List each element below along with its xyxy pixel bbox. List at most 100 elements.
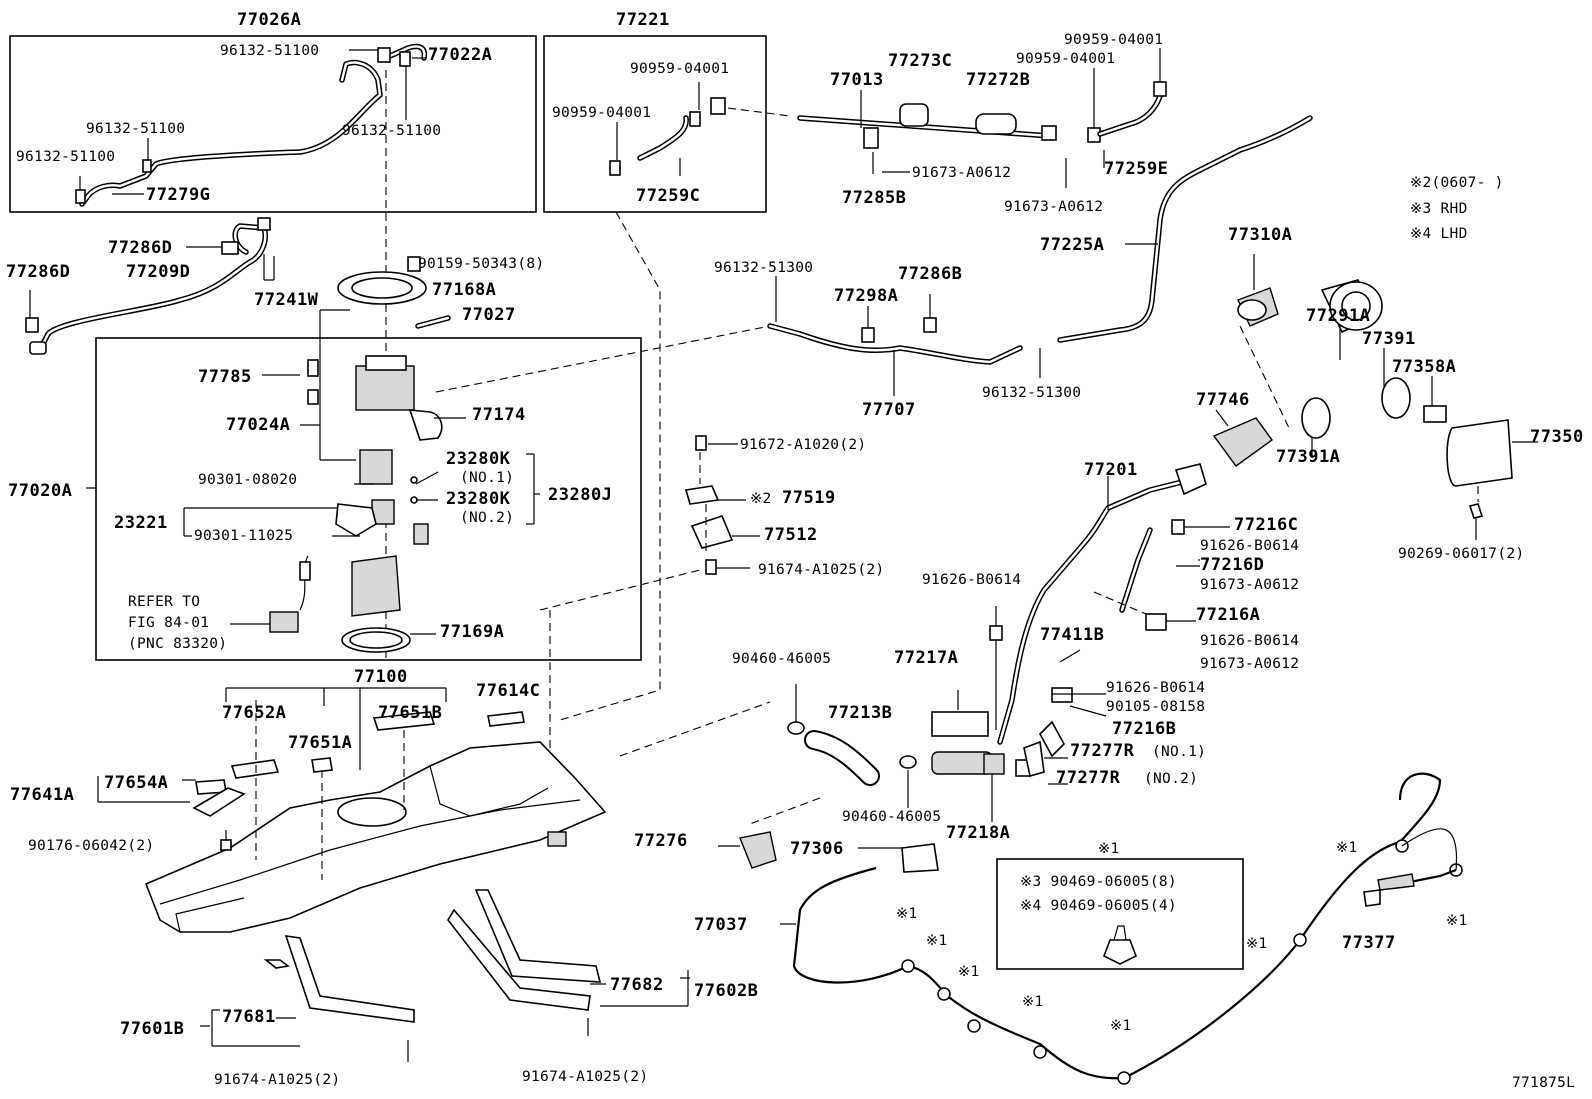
label-91673-A0612-c: 91673-A0612 xyxy=(1200,577,1299,593)
label-77037: 77037 xyxy=(694,915,748,935)
label-77272B: 77272B xyxy=(966,70,1030,90)
label-77306: 77306 xyxy=(790,839,844,859)
label-77169A: 77169A xyxy=(440,622,504,642)
label-refer-2: FIG 84-01 xyxy=(128,615,209,631)
fuel-filler-parts xyxy=(1212,254,1538,540)
cable-note-c: ※1 xyxy=(958,964,979,980)
label-91673-A0612-a: 91673-A0612 xyxy=(912,165,1011,181)
label-90159-50343: 90159-50343(8) xyxy=(418,256,544,272)
label-77286D-a: 77286D xyxy=(108,238,172,258)
label-90959-04001-d: 90959-04001 xyxy=(1016,51,1115,67)
label-77026A: 77026A xyxy=(237,10,301,30)
label-77020A: 77020A xyxy=(8,481,72,501)
label-77377: 77377 xyxy=(1342,933,1396,953)
label-90105-08158: 90105-08158 xyxy=(1106,699,1205,715)
label-77602B: 77602B xyxy=(694,981,758,1001)
label-77259C: 77259C xyxy=(636,186,700,206)
tank-pads xyxy=(97,687,525,880)
label-77391: 77391 xyxy=(1362,329,1416,349)
fuel-tank-77100 xyxy=(144,741,607,933)
label-77279G: 77279G xyxy=(146,185,210,205)
label-77221: 77221 xyxy=(616,10,670,30)
label-23280J: 23280J xyxy=(548,485,612,505)
cable-note-h: ※1 xyxy=(1446,913,1467,929)
label-77241W: 77241W xyxy=(254,290,319,310)
label-77174: 77174 xyxy=(472,405,526,425)
cable-note-g: ※1 xyxy=(1336,840,1357,856)
cable-note-f: ※1 xyxy=(1246,936,1267,952)
label-77519: 77519 xyxy=(782,488,836,508)
label-77285B: 77285B xyxy=(842,188,906,208)
label-77641A: 77641A xyxy=(10,785,74,805)
opener-cable-77037 xyxy=(780,772,1463,1085)
figure-id: 771875L xyxy=(1512,1075,1575,1091)
label-77168A: 77168A xyxy=(432,280,496,300)
hose-assembly-77221 xyxy=(609,82,791,176)
label-77024A: 77024A xyxy=(226,415,290,435)
label-77652A: 77652A xyxy=(222,703,286,723)
clip-part xyxy=(1102,925,1138,965)
label-96132-51100-b: 96132-51100 xyxy=(86,121,185,137)
label-77209D: 77209D xyxy=(126,262,190,282)
label-91673-A0612-d: 91673-A0612 xyxy=(1200,656,1299,672)
label-91626-B0614-c: 91626-B0614 xyxy=(1200,633,1299,649)
label-91626-B0614-b: 91626-B0614 xyxy=(922,572,1021,588)
label-77350: 77350 xyxy=(1530,427,1584,447)
label-23280K-1-note: (NO.1) xyxy=(460,470,514,486)
cable-note-d: ※1 xyxy=(1022,994,1043,1010)
label-77216C: 77216C xyxy=(1234,515,1298,535)
tube-assembly-77026A xyxy=(75,43,428,207)
label-77259E: 77259E xyxy=(1104,159,1168,179)
label-23221: 23221 xyxy=(114,513,168,533)
tube-77209D xyxy=(25,217,275,355)
label-refer-1: REFER TO xyxy=(128,594,200,610)
label-90959-04001-b: 90959-04001 xyxy=(552,105,651,121)
label-96132-51100-a: 96132-51100 xyxy=(220,43,319,59)
label-91674-A1025-b: 91674-A1025(2) xyxy=(214,1072,340,1088)
label-23280K-2: 23280K xyxy=(446,489,511,509)
cable-clamp xyxy=(1117,1071,1131,1085)
label-90959-04001-a: 90959-04001 xyxy=(630,61,729,77)
label-77022A: 77022A xyxy=(428,45,492,65)
label-77013: 77013 xyxy=(830,70,884,90)
tube-assembly-77013 xyxy=(797,48,1167,188)
legend-note3: ※3 RHD xyxy=(1410,201,1468,217)
label-77411B: 77411B xyxy=(1040,625,1104,645)
label-77310A: 77310A xyxy=(1228,225,1292,245)
label-91674-A1025-a: 91674-A1025(2) xyxy=(758,562,884,578)
fuel-pump-group xyxy=(86,256,540,653)
clip-note-title: ※1 xyxy=(1098,841,1119,857)
label-96132-51100-c: 96132-51100 xyxy=(342,123,441,139)
cable-note-a: ※1 xyxy=(896,906,917,922)
label-77707: 77707 xyxy=(862,400,916,420)
label-77225A: 77225A xyxy=(1040,235,1104,255)
label-77512: 77512 xyxy=(764,525,818,545)
label-77746: 77746 xyxy=(1196,390,1250,410)
label-90269-06017: 90269-06017(2) xyxy=(1398,546,1524,562)
label-77681: 77681 xyxy=(222,1007,276,1027)
hose-group-box xyxy=(543,35,767,213)
label-77519-note: ※2 xyxy=(750,491,771,507)
label-77277R-2-note: (NO.2) xyxy=(1144,771,1198,787)
label-77286D-b: 77286D xyxy=(6,262,70,282)
label-77216B: 77216B xyxy=(1112,719,1176,739)
cable-note-b: ※1 xyxy=(926,933,947,949)
label-77654A: 77654A xyxy=(104,773,168,793)
label-77100: 77100 xyxy=(354,667,408,687)
label-23280K-1: 23280K xyxy=(446,449,511,469)
label-77213B: 77213B xyxy=(828,703,892,723)
label-90460-46005-a: 90460-46005 xyxy=(732,651,831,667)
legend-note4: ※4 LHD xyxy=(1410,226,1468,242)
label-77216A: 77216A xyxy=(1196,605,1260,625)
label-77298A: 77298A xyxy=(834,286,898,306)
label-91672-A1020: 91672-A1020(2) xyxy=(740,437,866,453)
cable-clamp xyxy=(1293,933,1307,947)
label-77216D: 77216D xyxy=(1200,555,1264,575)
tube-77707 xyxy=(767,276,1041,396)
legend-note2: ※2(0607- ) xyxy=(1410,175,1504,191)
label-77651B: 77651B xyxy=(378,703,442,723)
vapor-tube-group-box xyxy=(9,35,537,213)
label-90959-04001-c: 90959-04001 xyxy=(1064,32,1163,48)
label-91626-B0614-d: 91626-B0614 xyxy=(1106,680,1205,696)
